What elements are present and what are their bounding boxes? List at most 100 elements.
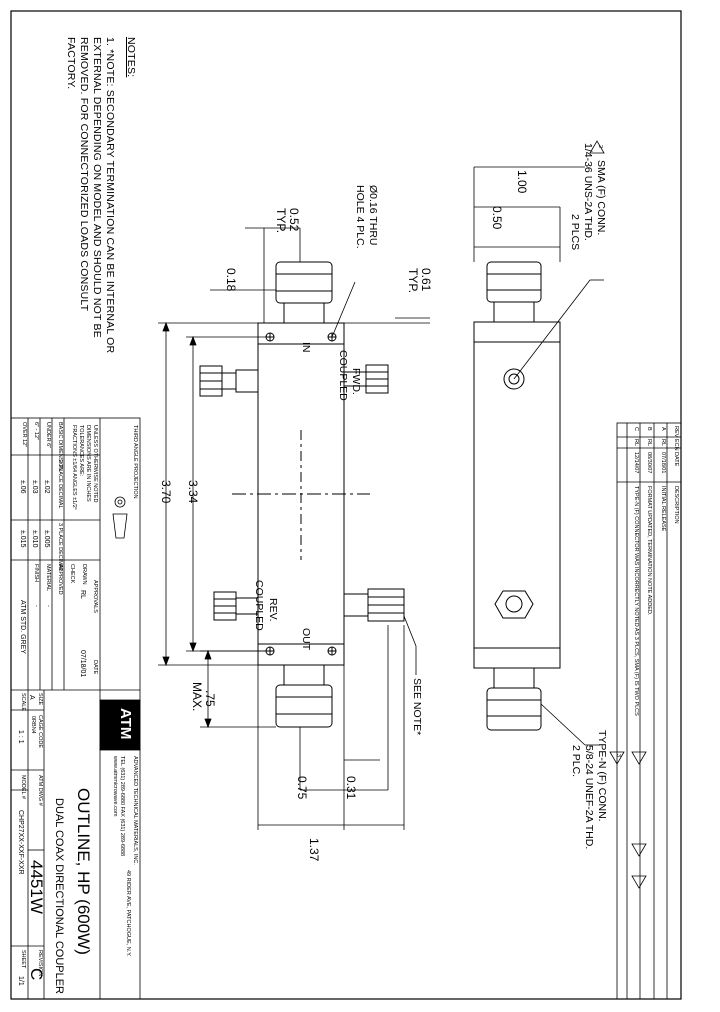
tb-address: 49 RIDER AVE, PATCHOGUE, N.Y. xyxy=(125,870,131,957)
rev-header-date: DATE xyxy=(673,452,679,467)
tb-model-label: MODEL # xyxy=(20,775,26,799)
tb-dwg-value: 4451W xyxy=(27,860,46,914)
note-line-2: EXTERNAL DEPENDING ON MODEL AND SHOULD N… xyxy=(91,37,103,338)
tb-tol-r1c1: UNDER 6" xyxy=(45,422,51,449)
rev-header-rev: REV xyxy=(673,426,679,438)
port-in-label: IN xyxy=(300,342,312,353)
rev-header-ecn: ECN xyxy=(673,439,679,451)
note-line-3: REMOVED. FOR CONNECTORIZED LOADS CONSULT xyxy=(78,37,90,312)
rev-a-desc: INITIAL RELEASE xyxy=(660,486,666,532)
tb-unless-3: TOLERANCES ARE: xyxy=(78,425,84,477)
dim-0-52: 0.52 xyxy=(287,208,301,232)
type-n-callout-2: 5/8-24 UNEF-2A THD. xyxy=(583,745,595,850)
tb-approvals-label: APPROVALS xyxy=(92,580,98,613)
hole-callout-2: HOLE 4 PLC. xyxy=(354,185,366,249)
dim-0-61: 0.61 xyxy=(419,268,433,292)
leader-type-n xyxy=(540,703,586,746)
atm-logo-icon xyxy=(99,699,141,751)
tb-finish-label: FINISH xyxy=(33,564,39,583)
dim-0-52-typ: TYP. xyxy=(274,208,288,234)
tb-tol-r2c2: ±.03 xyxy=(31,480,38,494)
title-block xyxy=(10,417,141,1000)
tb-finish-value: - xyxy=(33,605,39,607)
tb-tol-header-2: 2 PLACE DECIMAL xyxy=(57,460,63,509)
tb-web: www.atmmicrowave.com xyxy=(112,756,118,817)
dimension-lines xyxy=(158,166,604,830)
port-out-label: OUT xyxy=(300,628,312,651)
leader-sma xyxy=(513,279,591,380)
sma-callout-1: SMA (F) CONN. xyxy=(595,160,607,236)
tb-scale-value: 1 : 1 xyxy=(17,730,24,744)
port-rev-label-1: REV. xyxy=(267,598,279,622)
flag-icon xyxy=(589,140,605,154)
tb-title-1: OUTLINE, HP (600W) xyxy=(74,788,93,955)
note-line-4: FACTORY. xyxy=(65,37,77,90)
tb-tol-r3c2: ±.06 xyxy=(19,480,26,494)
tb-check-label: CHECK xyxy=(69,564,75,584)
tb-unless-4: FRACTIONS ±1/64 ANGLES ±1/2° xyxy=(71,425,77,510)
port-rev-label-2: COUPLED xyxy=(253,580,265,631)
flag-icon xyxy=(609,751,625,765)
note-line-1: 1. *NOTE: SECONDARY TERMINATION CAN BE I… xyxy=(104,37,116,354)
see-note-callout: SEE NOTE* xyxy=(411,678,423,736)
tb-date-label: DATE xyxy=(92,660,98,675)
tb-tol-r1c2: ±.02 xyxy=(43,480,50,494)
dim-0-75: 0.75 xyxy=(295,776,309,800)
dim-0-31: 0.31 xyxy=(344,776,358,800)
tb-material-value: - xyxy=(45,605,51,607)
tb-finish-std: ATM STD. GREY xyxy=(19,600,26,654)
rev-a: A xyxy=(660,427,666,431)
dim-0-75-max-label: MAX. xyxy=(190,682,204,712)
dim-1-37: 1.37 xyxy=(307,838,321,862)
dim-3-70: 3.70 xyxy=(159,480,173,504)
rev-b-ecn: RL xyxy=(646,439,652,447)
sma-callout-2: 1/4-36 UNS-2A THD. xyxy=(582,143,594,241)
rev-b-desc: FORMAT UPDATED, TERMINATION NOTE ADDED. xyxy=(646,486,652,616)
sma-flag-number: 2 xyxy=(597,145,603,149)
revision-block xyxy=(616,422,682,1000)
dim-0-61-typ: TYP. xyxy=(406,268,420,294)
tb-tol-r2c3: ±.010 xyxy=(31,530,38,548)
termination-load xyxy=(343,588,405,622)
rev-a-ecn: RL xyxy=(660,439,666,447)
tb-tol-r2c1: 6" - 12" xyxy=(33,422,39,440)
leader-see-note xyxy=(403,615,417,647)
dim-1-00: 1.00 xyxy=(515,170,529,194)
tb-dwg-label: ATM DWG # xyxy=(37,775,43,806)
tb-sheet-value: 1/1 xyxy=(17,976,24,986)
tb-company: ADVANCED TECHNICAL MATERIALS, INC. xyxy=(132,756,138,865)
sma-connector-right-top xyxy=(343,364,389,394)
tb-tol-r3c3: ±.015 xyxy=(19,530,26,548)
hole-callout-1: Ø0.16 THRU xyxy=(367,185,379,246)
sma-connector-fwd xyxy=(199,365,259,397)
type-n-flag-number: 3 xyxy=(615,754,621,758)
tb-unless-2: DIMENSIONS ARE IN INCHES xyxy=(85,425,91,502)
port-fwd-label-2: COUPLED xyxy=(337,350,349,401)
dim-0-75-max: .75 xyxy=(203,690,217,707)
tb-size-label: SIZE xyxy=(37,693,43,706)
top-view-body xyxy=(473,321,561,669)
rev-c-ecn: RL xyxy=(633,439,639,447)
sma-port-icon xyxy=(503,368,525,390)
tb-third-angle: THIRD ANGLE PROJECTION xyxy=(132,425,138,499)
tb-title-2: DUAL COAX DIRECTIONAL COUPLER xyxy=(53,798,65,995)
third-angle-icon xyxy=(112,496,128,539)
rev-flags xyxy=(589,140,647,889)
tb-sheet-label: SHEET xyxy=(20,950,26,969)
tb-rev-value: C xyxy=(27,968,46,981)
tb-cage-label: CAGE CODE xyxy=(37,715,43,749)
rev-header-desc: DESCRIPTION xyxy=(673,486,679,524)
tb-approved-label: APPROVED xyxy=(57,564,63,595)
tb-tol-r1c3: ±.005 xyxy=(43,530,50,548)
leader-hole xyxy=(331,281,356,338)
tb-drawn-value: RL xyxy=(79,590,86,599)
tb-model-value: CHP27XX-XXF-XXR xyxy=(17,810,24,875)
sma-callout-3: 2 PLCS xyxy=(569,214,581,251)
type-n-callout-1: TYPE-N (F) CONN. xyxy=(596,730,608,822)
rev-c: C xyxy=(633,427,639,431)
top-view xyxy=(473,261,561,731)
tb-size-value: A xyxy=(28,695,35,700)
dim-0-50: 0.50 xyxy=(490,206,504,230)
tb-drawn-date: 07/18/01 xyxy=(79,650,86,678)
